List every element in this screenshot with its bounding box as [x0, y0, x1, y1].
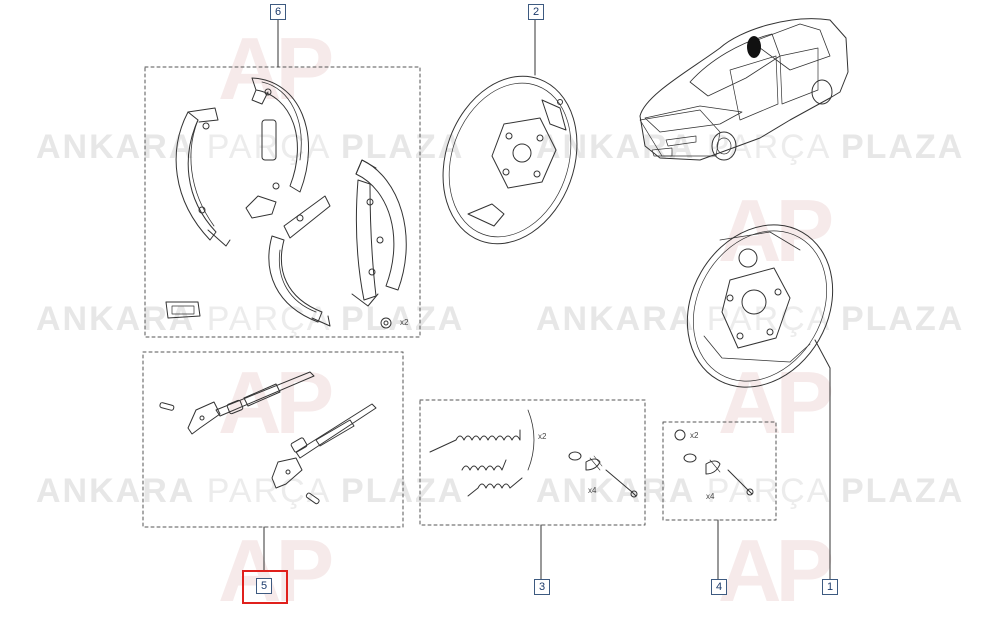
- brake-shoe-bottom-middle: [268, 195, 331, 327]
- group-box-5: [142, 351, 404, 528]
- brake-drum-plate: [686, 224, 834, 388]
- group-box-3: [419, 399, 646, 526]
- group-box-6: [144, 66, 421, 338]
- hold-down-pin-set-4: [674, 429, 754, 496]
- car-illustration: [639, 18, 849, 161]
- quantity-label: x2: [690, 431, 699, 440]
- brake-shoe-right: [351, 159, 407, 307]
- adjuster-upper: [187, 371, 315, 435]
- brake-shoe-top-right: [245, 77, 309, 219]
- callout-part-3[interactable]: 3: [534, 579, 550, 595]
- shoe-washer: [380, 317, 392, 329]
- adjuster-pin: [159, 402, 320, 505]
- quantity-label: x4: [706, 492, 715, 501]
- quantity-label: x2: [538, 432, 547, 441]
- callout-part-2[interactable]: 2: [528, 4, 544, 20]
- callout-part-6[interactable]: 6: [270, 4, 286, 20]
- brake-shoe-left: [175, 107, 231, 247]
- selected-part-highlight: [242, 570, 288, 604]
- callout-part-4[interactable]: 4: [711, 579, 727, 595]
- hold-down-pin-set-3: [568, 451, 638, 498]
- group-box-4: [662, 421, 777, 521]
- adjuster-lower: [271, 403, 377, 489]
- quantity-label: x2: [400, 318, 409, 327]
- shoe-retainer-clip: [165, 301, 201, 319]
- parts-diagram: [142, 17, 849, 581]
- callout-part-5[interactable]: 5: [256, 578, 272, 594]
- quantity-label: x4: [588, 486, 597, 495]
- spring-set: [429, 409, 535, 497]
- leader-line-1: [814, 339, 831, 581]
- callout-part-1[interactable]: 1: [822, 579, 838, 595]
- backing-plate: [442, 75, 578, 245]
